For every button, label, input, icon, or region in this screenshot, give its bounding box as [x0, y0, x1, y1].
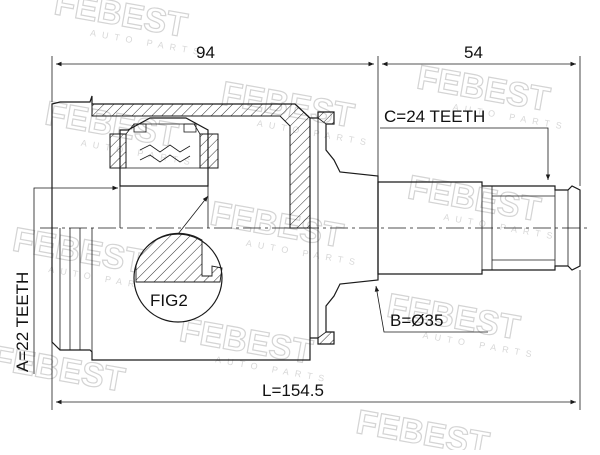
shaft-diameter-label: B=Ø35 [390, 311, 443, 330]
dimension-housing-length: 94 [51, 43, 379, 176]
output-shaft [377, 181, 581, 275]
dimension-overall-length: L=154.5 [51, 270, 581, 410]
dimension-94-label: 94 [196, 43, 215, 62]
callout-inner-teeth: A=22 TEETH [13, 185, 118, 374]
inner-teeth-label: A=22 TEETH [13, 272, 32, 372]
inner-tripod-section [109, 117, 219, 187]
callout-outer-teeth: C=24 TEETH [380, 107, 551, 180]
dimension-54-label: 54 [464, 43, 483, 62]
callout-shaft-diameter: B=Ø35 [374, 285, 488, 333]
outer-teeth-label: C=24 TEETH [384, 107, 485, 126]
fig2-label: FIG2 [150, 291, 188, 310]
dimension-overall-label: L=154.5 [262, 381, 324, 400]
fig2-detail: FIG2 [133, 195, 223, 323]
watermark-brand: FEBEST [353, 403, 492, 450]
dimension-shaft-length: 54 [382, 43, 581, 186]
